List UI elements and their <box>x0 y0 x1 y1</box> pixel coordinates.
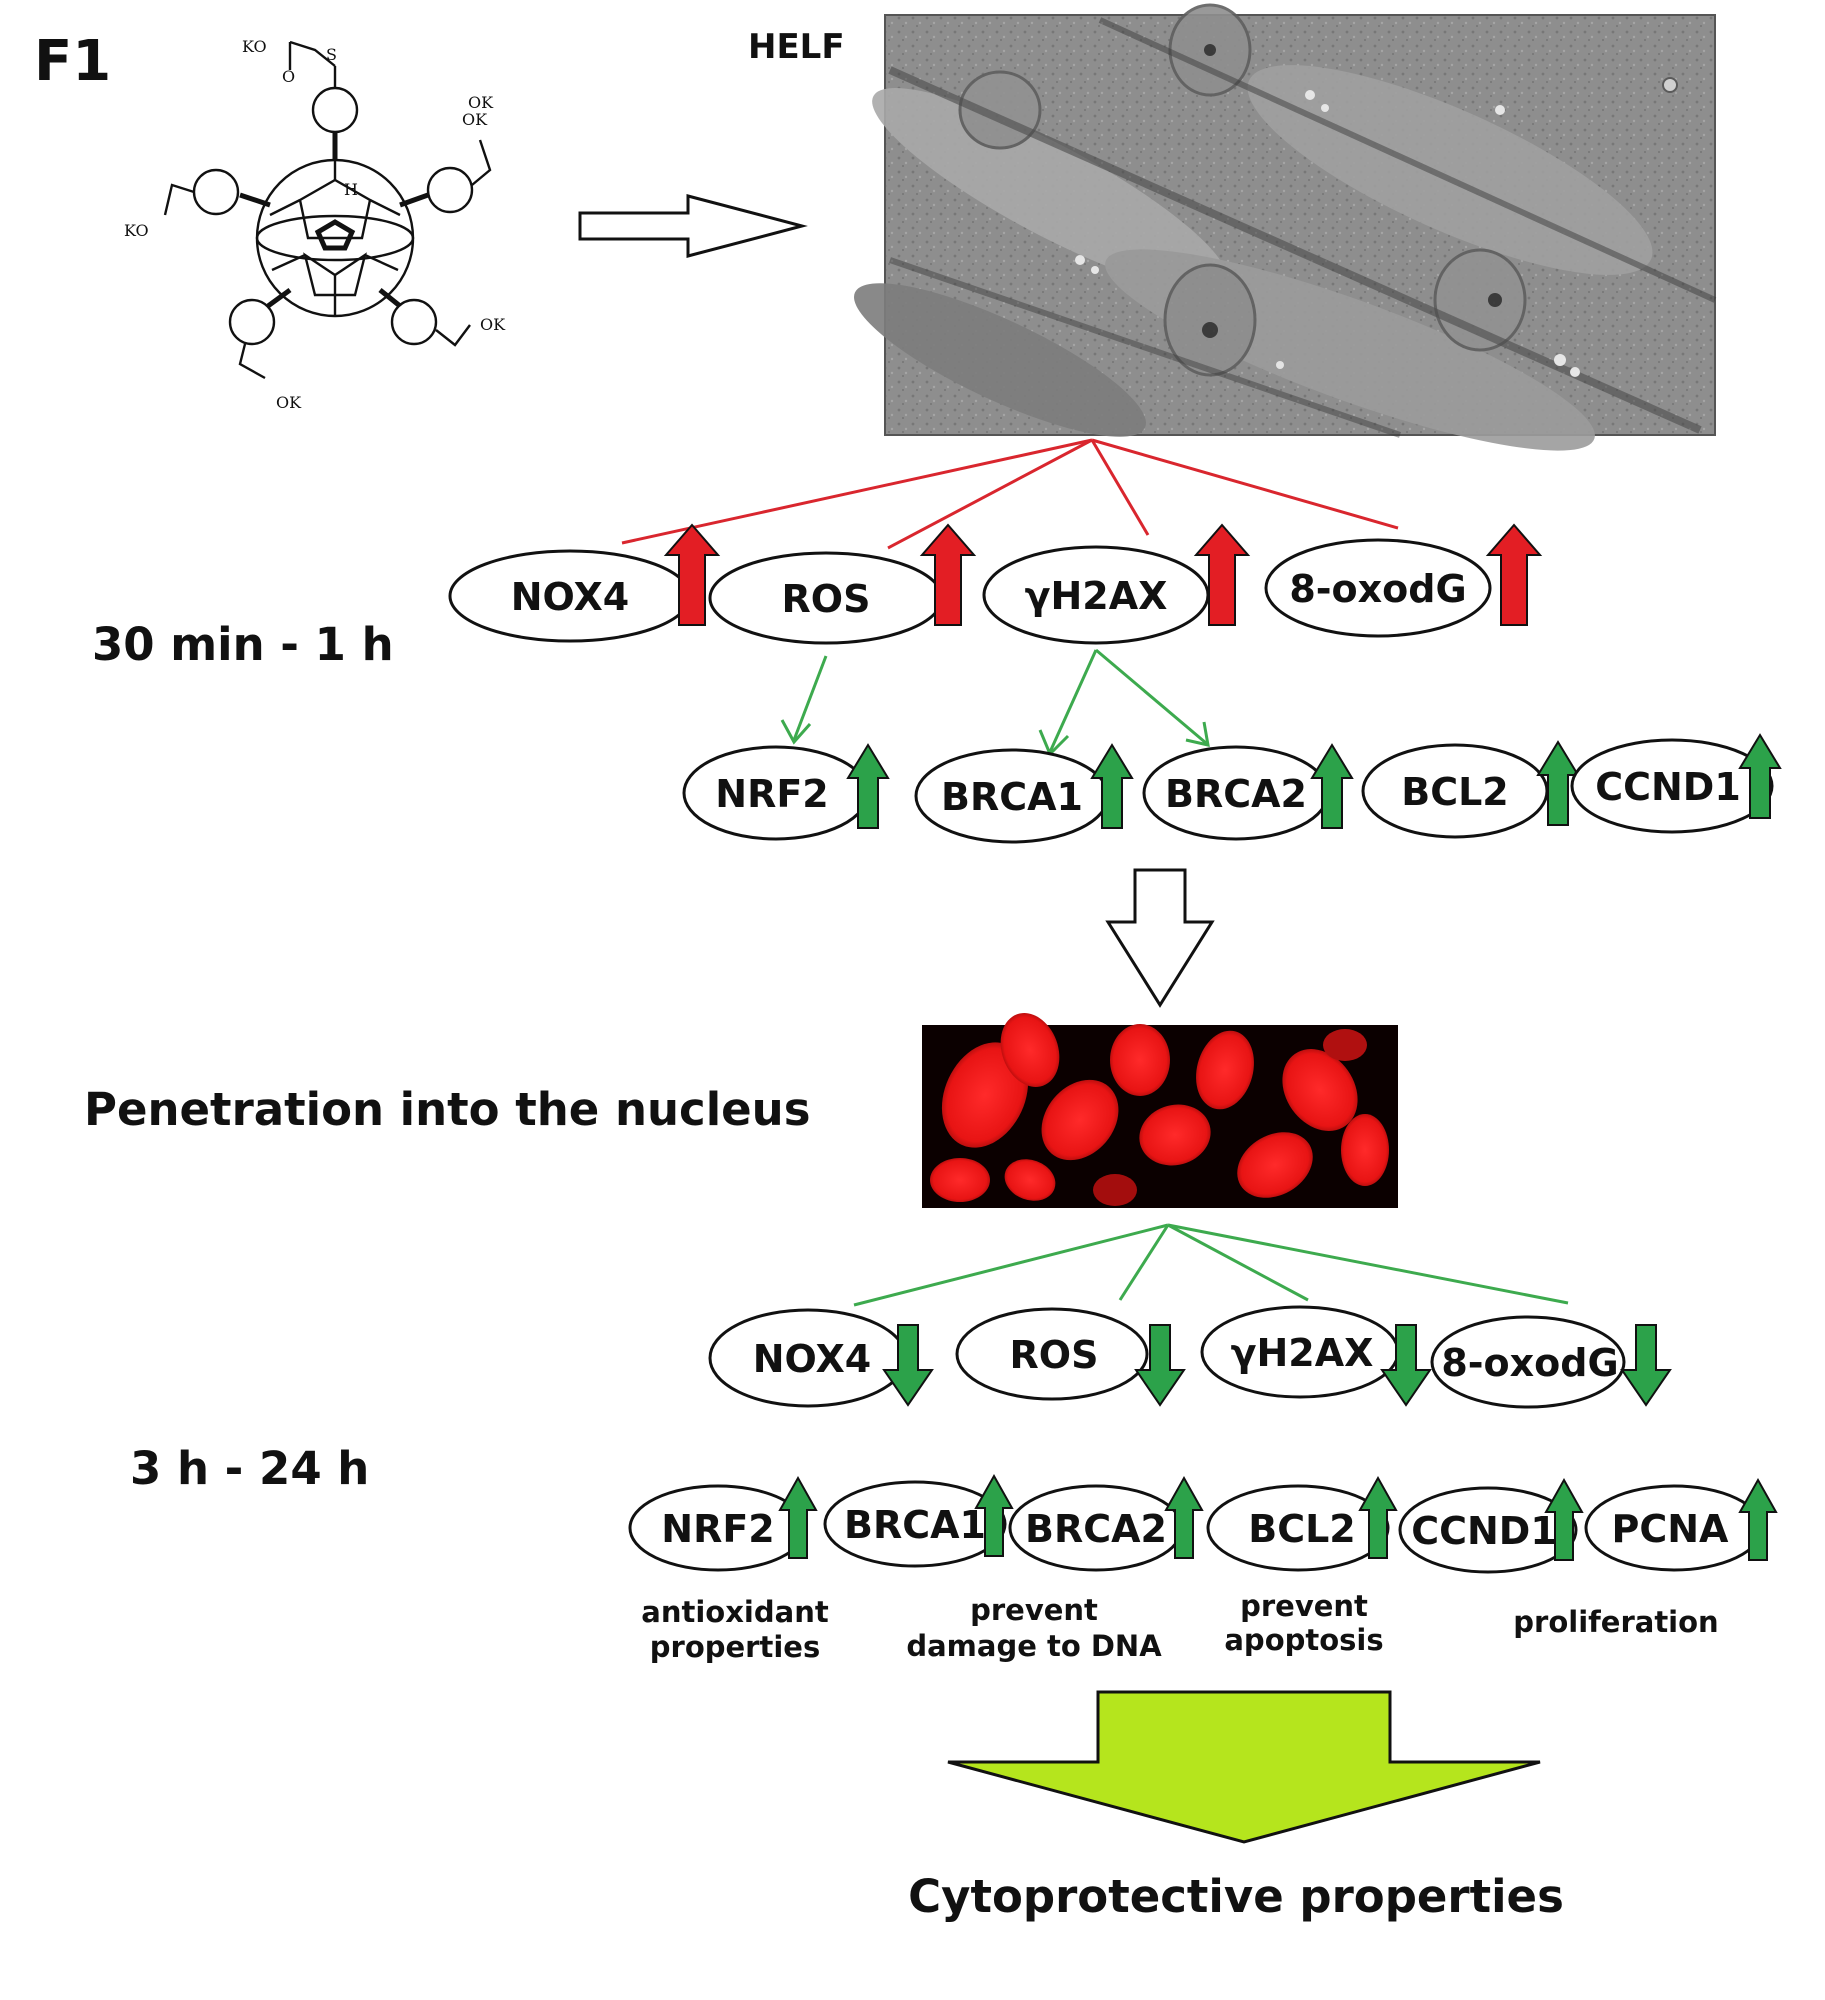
penetration-label: Penetration into the nucleus <box>84 1083 810 1136</box>
phase2-response-ccnd1: CCND1 <box>1398 1477 1584 1574</box>
phase2-response-label: CCND1 <box>1411 1509 1557 1553</box>
phase1-response-row: NRF2 BRCA1 BRCA2 BCL2 CCND1 <box>682 733 1782 844</box>
phase2-marker-8oxodg: 8-oxodG <box>1430 1315 1672 1409</box>
phase1-response-label: NRF2 <box>715 772 828 816</box>
effect-apoptosis-line1: prevent <box>1240 1589 1368 1623</box>
green-up-arrow-icon <box>1090 743 1134 829</box>
phase1-response-brca2: BRCA2 <box>1142 743 1354 841</box>
green-up-arrow-icon <box>1358 1475 1398 1559</box>
phase2-marker-ros: ROS <box>955 1307 1186 1407</box>
green-up-arrow-icon <box>1544 1477 1584 1561</box>
red-up-arrow-icon <box>919 523 977 626</box>
phase1-marker-gh2ax: γH2AX <box>982 523 1251 645</box>
effect-labels: antioxidant properties prevent damage to… <box>641 1589 1718 1664</box>
phase2-response-label: BRCA2 <box>1025 1507 1167 1551</box>
phase2-response-bcl2: BCL2 <box>1206 1475 1398 1572</box>
phase2-response-brca1: BRCA1 <box>823 1473 1014 1568</box>
phase2-response-nrf2: NRF2 <box>628 1475 818 1572</box>
phase2-response-label: BCL2 <box>1248 1507 1356 1551</box>
phase1-marker-label: ROS <box>782 577 871 621</box>
red-connector-lines <box>621 438 1399 550</box>
effect-dna-line1: prevent <box>970 1593 1098 1627</box>
group-ko-2: KO <box>124 221 149 240</box>
phase1-marker-ros: ROS <box>708 523 977 645</box>
effect-apoptosis-line2: apoptosis <box>1224 1623 1383 1657</box>
effect-antioxidant-line2: properties <box>650 1630 820 1664</box>
green-up-arrow-icon <box>778 1475 818 1559</box>
phase1-response-label: CCND1 <box>1595 765 1741 809</box>
green-up-arrow-icon <box>1738 733 1782 819</box>
sulfur-label: S <box>326 45 337 64</box>
phase2-marker-label: γH2AX <box>1231 1331 1374 1375</box>
phase1-response-label: BCL2 <box>1401 770 1509 814</box>
phase2-time-label: 3 h - 24 h <box>130 1442 369 1495</box>
effect-proliferation: proliferation <box>1513 1605 1718 1639</box>
phase2-response-row: NRF2 BRCA1 BRCA2 BCL2 CCND1 PCNA <box>628 1473 1778 1574</box>
red-up-arrow-icon <box>1193 523 1251 626</box>
red-up-arrow-icon <box>663 523 721 626</box>
phase1-marker-label: 8-oxodG <box>1289 567 1466 611</box>
phase1-marker-nox4: NOX4 <box>448 523 721 643</box>
oxygen-label: O <box>282 67 295 86</box>
phase2-marker-gh2ax: γH2AX <box>1200 1305 1432 1407</box>
phase2-marker-label: 8-oxodG <box>1441 1341 1618 1385</box>
green-down-arrow-icon <box>1620 1324 1672 1407</box>
hollow-right-arrow-icon <box>578 194 808 258</box>
phase2-marker-label: ROS <box>1010 1333 1099 1377</box>
phase2-marker-label: NOX4 <box>753 1337 872 1381</box>
green-connector-arrows <box>780 648 1210 757</box>
red-up-arrow-icon <box>1485 523 1543 626</box>
green-fan-lines <box>853 1223 1569 1307</box>
hollow-down-arrow-icon <box>1105 868 1215 1008</box>
phase1-time-label: 30 min - 1 h <box>92 618 394 671</box>
hydrogen-label: H <box>344 180 358 199</box>
phase1-response-ccnd1: CCND1 <box>1570 733 1782 834</box>
phase2-response-pcna: PCNA <box>1584 1477 1778 1572</box>
green-up-arrow-icon <box>846 743 890 829</box>
phase2-marker-row: NOX4 ROS γH2AX 8-oxodG <box>708 1305 1672 1409</box>
phase2-response-label: NRF2 <box>661 1507 774 1551</box>
phase2-response-label: BRCA1 <box>844 1503 986 1547</box>
phase2-response-label: PCNA <box>1612 1507 1730 1551</box>
effect-dna-line2: damage to DNA <box>906 1629 1162 1663</box>
phase1-response-nrf2: NRF2 <box>682 743 890 841</box>
green-up-arrow-icon <box>1738 1477 1778 1561</box>
phase1-response-label: BRCA2 <box>1165 772 1307 816</box>
group-ok-2: OK <box>480 315 506 334</box>
phase1-marker-8oxodg: 8-oxodG <box>1264 523 1543 638</box>
effect-antioxidant-line1: antioxidant <box>641 1595 829 1629</box>
phase1-response-label: BRCA1 <box>941 775 1083 819</box>
figure-label: F1 <box>34 29 111 94</box>
fluorescence-nucleus-image <box>922 1013 1398 1208</box>
phase2-response-brca2: BRCA2 <box>1008 1475 1204 1572</box>
phase1-marker-label: NOX4 <box>511 575 630 619</box>
green-down-arrow-icon <box>882 1324 934 1407</box>
phase1-marker-row: NOX4 ROS γH2AX 8-oxodG <box>448 523 1543 645</box>
helf-microscopy-image <box>854 3 1717 451</box>
molecule-atom-labels: KO OK KO OK OK OK S O H <box>124 37 506 412</box>
green-up-arrow-icon <box>1164 1475 1204 1559</box>
group-ko-1: KO <box>242 37 267 56</box>
cell-line-label: HELF <box>748 27 845 67</box>
phase1-marker-label: γH2AX <box>1025 574 1168 618</box>
group-ok-4: OK <box>462 110 488 129</box>
fullerene-molecule-drawing <box>163 40 492 380</box>
group-ok-3: OK <box>276 393 302 412</box>
green-up-arrow-icon <box>974 1473 1014 1557</box>
green-down-arrow-icon <box>1380 1324 1432 1407</box>
green-up-arrow-icon <box>1310 743 1354 829</box>
phase2-marker-nox4: NOX4 <box>708 1308 934 1408</box>
phase1-response-brca1: BRCA1 <box>914 743 1134 844</box>
group-ok-1: OK <box>468 93 494 112</box>
conclusion-label: Cytoprotective properties <box>908 1870 1564 1923</box>
big-down-arrow-icon <box>947 1690 1541 1844</box>
phase1-response-bcl2: BCL2 <box>1361 740 1580 839</box>
green-up-arrow-icon <box>1536 740 1580 826</box>
green-down-arrow-icon <box>1134 1324 1186 1407</box>
